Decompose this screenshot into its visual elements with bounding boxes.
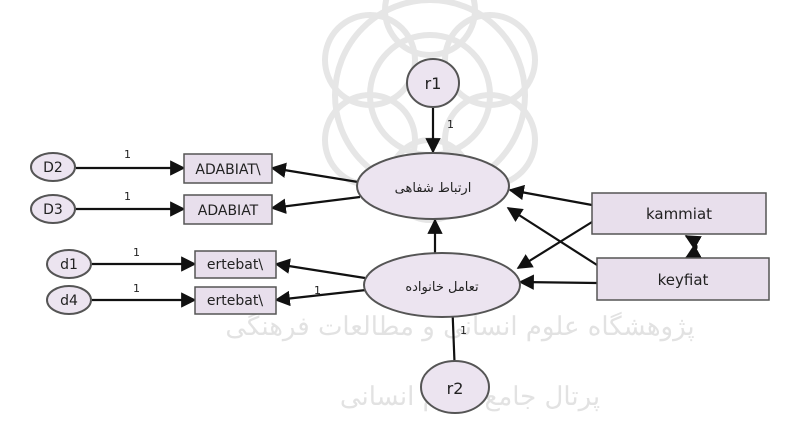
edge-top-adabiat2 <box>270 195 361 214</box>
edge-kammiat-top <box>508 184 593 207</box>
latent-variables: ارتباط شفاهی تعامل خانواده <box>356 152 521 318</box>
label-d4-ertebat2: 1 <box>133 282 140 295</box>
edge-keyfiat-top <box>506 207 598 266</box>
edge-keyfiat-bottom <box>518 274 598 290</box>
edge-top-adabiat1 <box>270 162 359 184</box>
error-d4-label: d4 <box>60 293 78 309</box>
edges <box>76 108 702 376</box>
box-keyfiat[interactable]: keyfiat <box>596 257 770 301</box>
box-ertebat2-label: ertebat\ <box>207 293 263 309</box>
latent-oral-communication[interactable]: ارتباط شفاهی <box>356 152 510 220</box>
box-adabiat2[interactable]: ADABIAT <box>183 194 273 225</box>
error-d4[interactable]: d4 <box>46 285 92 315</box>
residuals: r1 r2 D2 D3 d1 d4 <box>30 58 490 414</box>
label-r1-top: 1 <box>447 118 454 131</box>
residual-r2[interactable]: r2 <box>420 360 490 414</box>
error-d1-label: d1 <box>60 257 78 273</box>
box-kammiat-label: kammiat <box>646 205 712 223</box>
label-d2-adabiat1: 1 <box>124 148 131 161</box>
edge-bottom-ertebat2 <box>274 288 367 307</box>
residual-r1-label: r1 <box>425 74 442 93</box>
residual-r2-label: r2 <box>447 379 464 398</box>
residual-r1[interactable]: r1 <box>406 58 460 108</box>
error-d2[interactable]: D2 <box>30 152 76 182</box>
label-d3-adabiat2: 1 <box>124 190 131 203</box>
label-d1-ertebat1: 1 <box>133 246 140 259</box>
error-d3-label: D3 <box>43 202 63 218</box>
label-bottom-ertebat2: 1 <box>314 284 321 297</box>
latent-family-interaction[interactable]: تعامل خانواده <box>363 252 521 318</box>
box-adabiat1-label: ADABIAT\ <box>195 162 260 178</box>
edge-bottom-ertebat1 <box>274 258 366 280</box>
box-ertebat1-label: ertebat\ <box>207 257 263 273</box>
box-ertebat2[interactable]: ertebat\ <box>194 286 277 315</box>
box-adabiat2-label: ADABIAT <box>198 203 259 219</box>
edge-kammiat-keyfiat-covariance <box>684 235 702 259</box>
error-d3[interactable]: D3 <box>30 194 76 224</box>
error-d2-label: D2 <box>43 160 63 176</box>
box-ertebat1[interactable]: ertebat\ <box>194 250 277 279</box>
path-labels: 1 1 1 1 1 1 1 <box>124 118 467 337</box>
box-keyfiat-label: keyfiat <box>658 271 709 289</box>
error-d1[interactable]: d1 <box>46 249 92 279</box>
box-adabiat1[interactable]: ADABIAT\ <box>183 153 273 184</box>
latent-oral-communication-label: ارتباط شفاهی <box>395 181 472 196</box>
latent-family-interaction-label: تعامل خانواده <box>405 280 479 295</box>
label-r2-bottom: 1 <box>460 324 467 337</box>
observed-variables: ADABIAT\ ADABIAT ertebat\ ertebat\ kammi… <box>183 153 770 315</box>
edge-kammiat-bottom <box>516 221 593 269</box>
box-kammiat[interactable]: kammiat <box>591 192 767 235</box>
